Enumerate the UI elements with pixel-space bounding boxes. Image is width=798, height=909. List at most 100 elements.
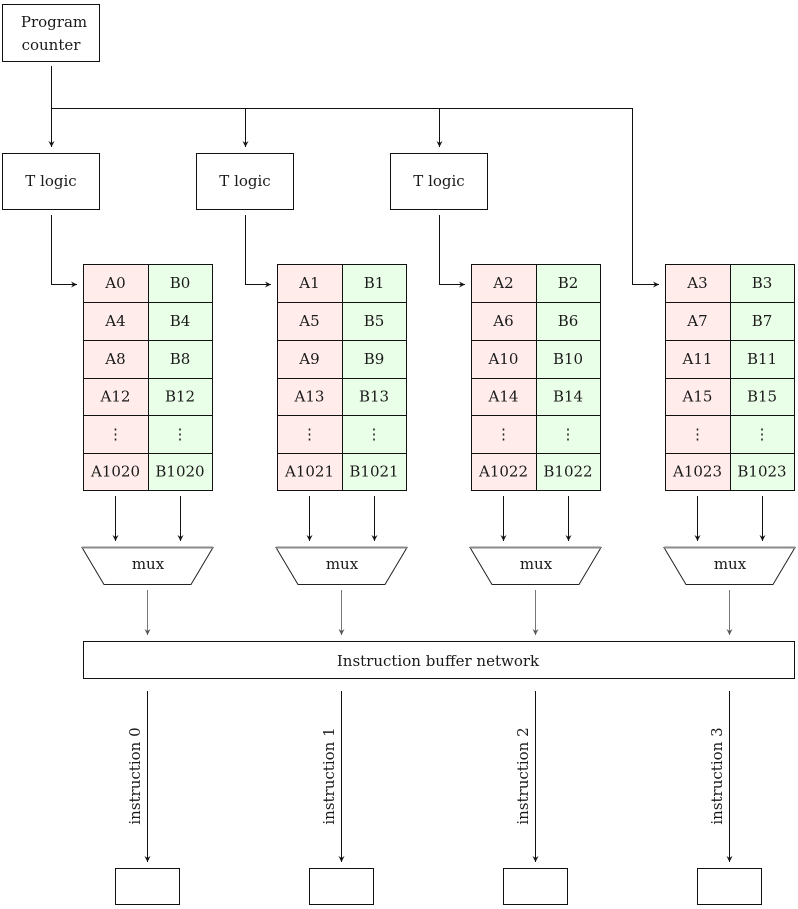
bank-3-a-label-3: A15 [682, 388, 713, 406]
program-counter-label-line1: Program [21, 13, 87, 31]
mux-label-3: mux [714, 555, 747, 573]
bank-1-cell-a-4 [277, 415, 343, 454]
bank-0-cell-a-3 [83, 378, 149, 416]
bank-3-cell-a-0 [665, 264, 731, 303]
bank-0-b-label-2: B8 [170, 350, 191, 368]
instruction-label-1: instruction 1 [320, 727, 338, 824]
bank-2-b-label-3: B14 [553, 388, 583, 406]
bank-0-a-label-3: A12 [100, 388, 131, 406]
bank-0-a-label-2: A8 [104, 350, 125, 368]
bank-1-cell-a-0 [277, 264, 343, 303]
program-counter-label-line2: counter [22, 36, 82, 54]
mux-label-0: mux [132, 555, 165, 573]
bank-3-cell-b-0 [730, 264, 795, 303]
bank-3-b-label-3: B15 [747, 388, 777, 406]
bank-3-cell-a-1 [665, 302, 731, 341]
bank-2-b-label-4: ⋮ [561, 425, 576, 443]
instruction-destination-box-0 [115, 868, 180, 905]
bank-3-a-label-4: ⋮ [690, 425, 705, 443]
bank-2-a-label-1: A6 [492, 312, 513, 330]
t-logic-label-0: T logic [25, 172, 76, 190]
instruction-destination-box-1 [309, 868, 374, 905]
mux-label-2: mux [520, 555, 553, 573]
bank-0-a-label-4: ⋮ [108, 425, 123, 443]
bank-3-cell-b-5 [730, 453, 795, 491]
bank-0-b-label-0: B0 [170, 274, 191, 292]
bank-2-b-label-1: B6 [558, 312, 579, 330]
bank-2-cell-b-2 [536, 340, 601, 379]
bank-2-cell-b-1 [536, 302, 601, 341]
bank-1-a-label-3: A13 [294, 388, 325, 406]
bank-3-b-label-4: ⋮ [755, 425, 770, 443]
bank-2-cell-b-0 [536, 264, 601, 303]
bank-3-a-label-0: A3 [686, 274, 707, 292]
bank-1-b-label-0: B1 [364, 274, 385, 292]
bank-3-a-label-5: A1023 [672, 463, 722, 481]
t-logic-to-bank-arrow-0 [51, 215, 77, 288]
bank-1-a-label-0: A1 [298, 274, 319, 292]
bank-0-cell-b-4 [148, 415, 213, 454]
instruction-destination-box-3 [697, 868, 762, 905]
bank-1-cell-a-1 [277, 302, 343, 341]
bank-1-a-label-4: ⋮ [302, 425, 317, 443]
mux-label-1: mux [326, 555, 359, 573]
bank-3-b-label-0: B3 [752, 274, 773, 292]
t-logic-label-1: T logic [219, 172, 270, 190]
bank-3-cell-a-2 [665, 340, 731, 379]
bank-3-b-label-2: B11 [747, 350, 777, 368]
bank-2-cell-b-4 [536, 415, 601, 454]
bank-1-cell-b-2 [342, 340, 407, 379]
bank-2-a-label-5: A1022 [478, 463, 528, 481]
bank-3-b-label-5: B1023 [737, 463, 786, 481]
pc-bus-trunk [51, 66, 633, 109]
bank-2-a-label-4: ⋮ [496, 425, 511, 443]
bank-1-b-label-5: B1021 [349, 463, 398, 481]
instruction-buffer-box [83, 641, 795, 679]
bank-1-a-label-2: A9 [298, 350, 319, 368]
bank-0-cell-b-3 [148, 378, 213, 416]
bank-2-cell-b-5 [536, 453, 601, 491]
bank-2-cell-a-2 [471, 340, 537, 379]
instruction-buffer-label: Instruction buffer network [337, 652, 540, 670]
bank-3-cell-a-3 [665, 378, 731, 416]
t-logic-box-2 [390, 153, 488, 210]
mux-2: mux [469, 546, 602, 585]
bank-1-cell-b-1 [342, 302, 407, 341]
bank-2-b-label-0: B2 [558, 274, 579, 292]
instruction-label-2: instruction 2 [514, 727, 532, 824]
bank-3-a-label-1: A7 [686, 312, 707, 330]
bank-1-cell-b-4 [342, 415, 407, 454]
bank-3-cell-b-1 [730, 302, 795, 341]
bank-1-b-label-2: B9 [364, 350, 385, 368]
bank-2-cell-a-0 [471, 264, 537, 303]
bank-1-cell-b-5 [342, 453, 407, 491]
bank-0-a-label-0: A0 [104, 274, 125, 292]
bank-2-a-label-2: A10 [488, 350, 519, 368]
instruction-buffer-network: Instruction buffer network [83, 641, 795, 679]
bank-1-cell-b-3 [342, 378, 407, 416]
instruction-label-0: instruction 0 [126, 727, 144, 824]
instruction-label-3: instruction 3 [708, 727, 726, 824]
bank-0-a-label-5: A1020 [90, 463, 140, 481]
mux-3: mux [663, 546, 796, 585]
bank-3-cell-b-3 [730, 378, 795, 416]
bank-2-a-label-0: A2 [492, 274, 513, 292]
pc-to-bank-3-arrow [632, 108, 659, 288]
bank-0-b-label-1: B4 [170, 312, 191, 330]
bank-1-cell-a-2 [277, 340, 343, 379]
bank-1-b-label-4: ⋮ [367, 425, 382, 443]
t-logic-box-0 [2, 153, 100, 210]
bank-1-a-label-5: A1021 [284, 463, 334, 481]
bank-1-a-label-1: A5 [298, 312, 319, 330]
bank-3-b-label-1: B7 [752, 312, 773, 330]
pc-bus [48, 66, 659, 288]
bank-3-cell-b-2 [730, 340, 795, 379]
bank-0-cell-a-5 [83, 453, 149, 491]
